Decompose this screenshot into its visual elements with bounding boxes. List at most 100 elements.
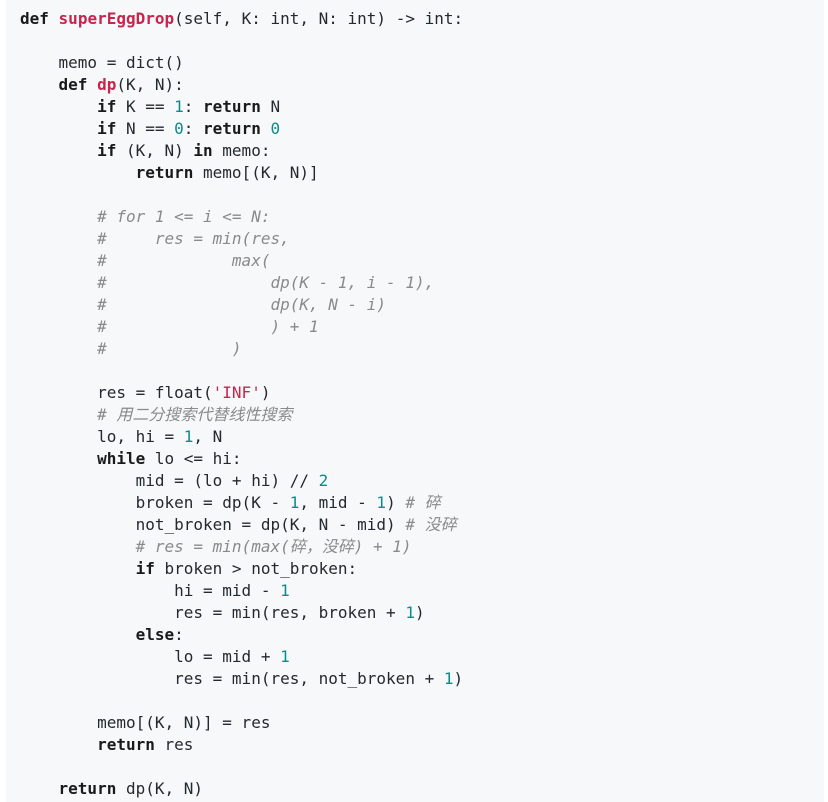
code-comment: # dp(K, N - i) [97,295,387,314]
code-text: N [260,97,281,116]
code-line [20,690,824,712]
code-line: return res [20,734,824,756]
code-text: , mid - [299,493,377,512]
code-comment: # 没碎 [405,515,457,534]
code-comment: # ) + 1 [97,317,319,336]
code-number: 1 [376,493,387,512]
code-line: # max( [20,250,824,272]
code-line [20,30,824,52]
code-keyword: if [97,119,117,138]
code-text [49,9,59,28]
code-text [20,559,136,578]
code-text: : [183,97,204,116]
code-text: , N [193,427,223,446]
code-line: res = min(res, not_broken + 1) [20,668,824,690]
code-keyword: return [135,163,194,182]
code-line: # for 1 <= i <= N: [20,206,824,228]
code-line: lo = mid + 1 [20,646,824,668]
code-keyword: if [97,97,117,116]
code-line: # res = min(max(碎，没碎) + 1) [20,536,824,558]
code-line: hi = mid - 1 [20,580,824,602]
code-number: 1 [174,97,184,116]
code-keyword: def [58,75,88,94]
code-text [87,75,97,94]
code-line [20,360,824,382]
code-text: memo: [212,141,271,160]
code-number: 1 [405,603,415,622]
code-text: hi = mid - [20,581,281,600]
code-line: broken = dp(K - 1, mid - 1) # 碎 [20,492,824,514]
code-line: if broken > not_broken: [20,558,824,580]
code-keyword: return [203,119,261,138]
code-text: res = min(res, not_broken + [20,669,444,688]
code-text [20,229,97,248]
code-number: 1 [443,669,454,688]
code-text: memo = dict() [20,53,184,72]
code-text [20,339,97,358]
code-line [20,756,824,778]
code-text [20,273,97,292]
code-text: N == [116,119,175,138]
code-keyword: return [203,97,261,116]
code-comment: # 碎 [405,493,441,512]
code-line [20,184,824,206]
code-line: res = float('INF') [20,382,824,404]
code-text [20,75,59,94]
code-function-name: dp [97,75,117,94]
code-text: not_broken = dp(K, N - mid) [20,515,406,534]
code-number: 1 [289,493,300,512]
code-text: lo <= hi: [145,449,242,468]
code-listing: def superEggDrop(self, K: int, N: int) -… [20,8,824,800]
code-comment: # for 1 <= i <= N: [97,207,271,226]
code-text: memo[(K, N)] [193,163,319,182]
code-line: return memo[(K, N)] [20,162,824,184]
code-comment: # max( [97,251,271,270]
code-line: mid = (lo + hi) // 2 [20,470,824,492]
code-lines: def superEggDrop(self, K: int, N: int) -… [20,8,824,800]
code-line: else: [20,624,824,646]
code-text: (K, N) [116,141,194,160]
code-text: lo = mid + [20,647,281,666]
code-line: if K == 1: return N [20,96,824,118]
code-text: memo[(K, N)] = res [20,713,271,732]
code-text [20,119,97,138]
code-line: memo[(K, N)] = res [20,712,824,734]
code-number: 1 [183,427,194,446]
code-keyword: while [97,449,146,468]
code-number: 0 [270,119,281,138]
code-line: if (K, N) in memo: [20,140,824,162]
code-keyword: if [135,559,155,578]
code-text: ) [414,603,425,622]
code-comment: # 用二分搜索代替线性搜索 [97,405,293,424]
code-number: 0 [174,119,184,138]
code-line: # ) + 1 [20,316,824,338]
code-text [20,207,97,226]
code-text: lo, hi = [20,427,184,446]
code-keyword: in [193,141,213,160]
code-number: 2 [318,471,329,490]
code-keyword: if [97,141,117,160]
code-text [20,295,97,314]
code-line: # ) [20,338,824,360]
code-text [20,449,97,468]
code-string: 'INF' [212,383,261,402]
code-text: K == [116,97,175,116]
code-text: broken > not_broken: [154,559,358,578]
code-text [20,405,97,424]
code-text [20,141,97,160]
code-line: memo = dict() [20,52,824,74]
code-text: ) [260,383,271,402]
code-text [20,317,97,336]
code-line: while lo <= hi: [20,448,824,470]
code-text: ) [386,493,406,512]
code-keyword: else [135,625,175,644]
code-function-name: superEggDrop [58,9,175,28]
code-keyword: return [97,735,155,754]
code-line: def dp(K, N): [20,74,824,96]
code-text: res [154,735,194,754]
code-text: : [183,119,204,138]
code-comment: # dp(K - 1, i - 1), [97,273,435,292]
code-line: def superEggDrop(self, K: int, N: int) -… [20,8,824,30]
code-number: 1 [280,647,290,666]
code-text: mid = (lo + hi) // [20,471,319,490]
